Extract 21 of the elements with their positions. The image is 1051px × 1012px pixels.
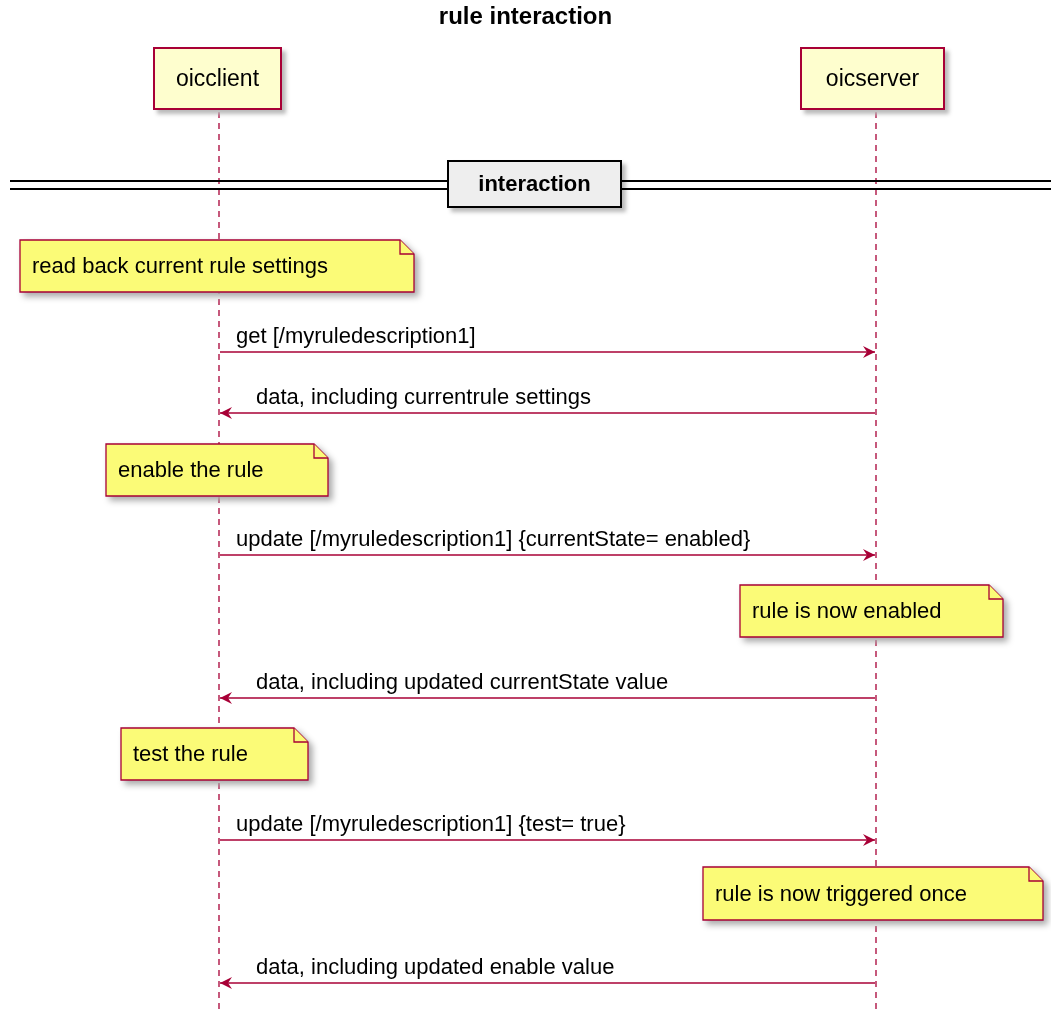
note-text: rule is now triggered once	[715, 880, 967, 907]
message-label: data, including updated enable value	[256, 954, 615, 980]
note-text: rule is now enabled	[752, 598, 942, 624]
note-text: test the rule	[133, 741, 248, 767]
divider-label: interaction	[478, 171, 591, 197]
message-label: update [/myruledescription1] {currentState= enabled}	[236, 526, 751, 552]
note-text: enable the rule	[118, 457, 264, 483]
message-label: data, including updated currentState value	[256, 669, 669, 695]
message-arrow	[219, 407, 876, 419]
participant-box: oicserver	[800, 47, 945, 110]
message-arrow	[219, 346, 876, 358]
message-label: data, including currentrule settings	[256, 384, 592, 410]
participant-box: oicclient	[153, 47, 282, 110]
message-arrow	[219, 692, 876, 704]
message-arrow	[219, 549, 876, 561]
message-label: get [/myruledescription1]	[236, 323, 476, 349]
note-text: read back current rule settings	[32, 253, 328, 279]
message-arrow	[219, 834, 876, 846]
diagram-title: rule interaction	[437, 2, 614, 30]
message-arrow	[219, 977, 876, 989]
message-label: update [/myruledescription1] {test= true}	[236, 811, 626, 837]
